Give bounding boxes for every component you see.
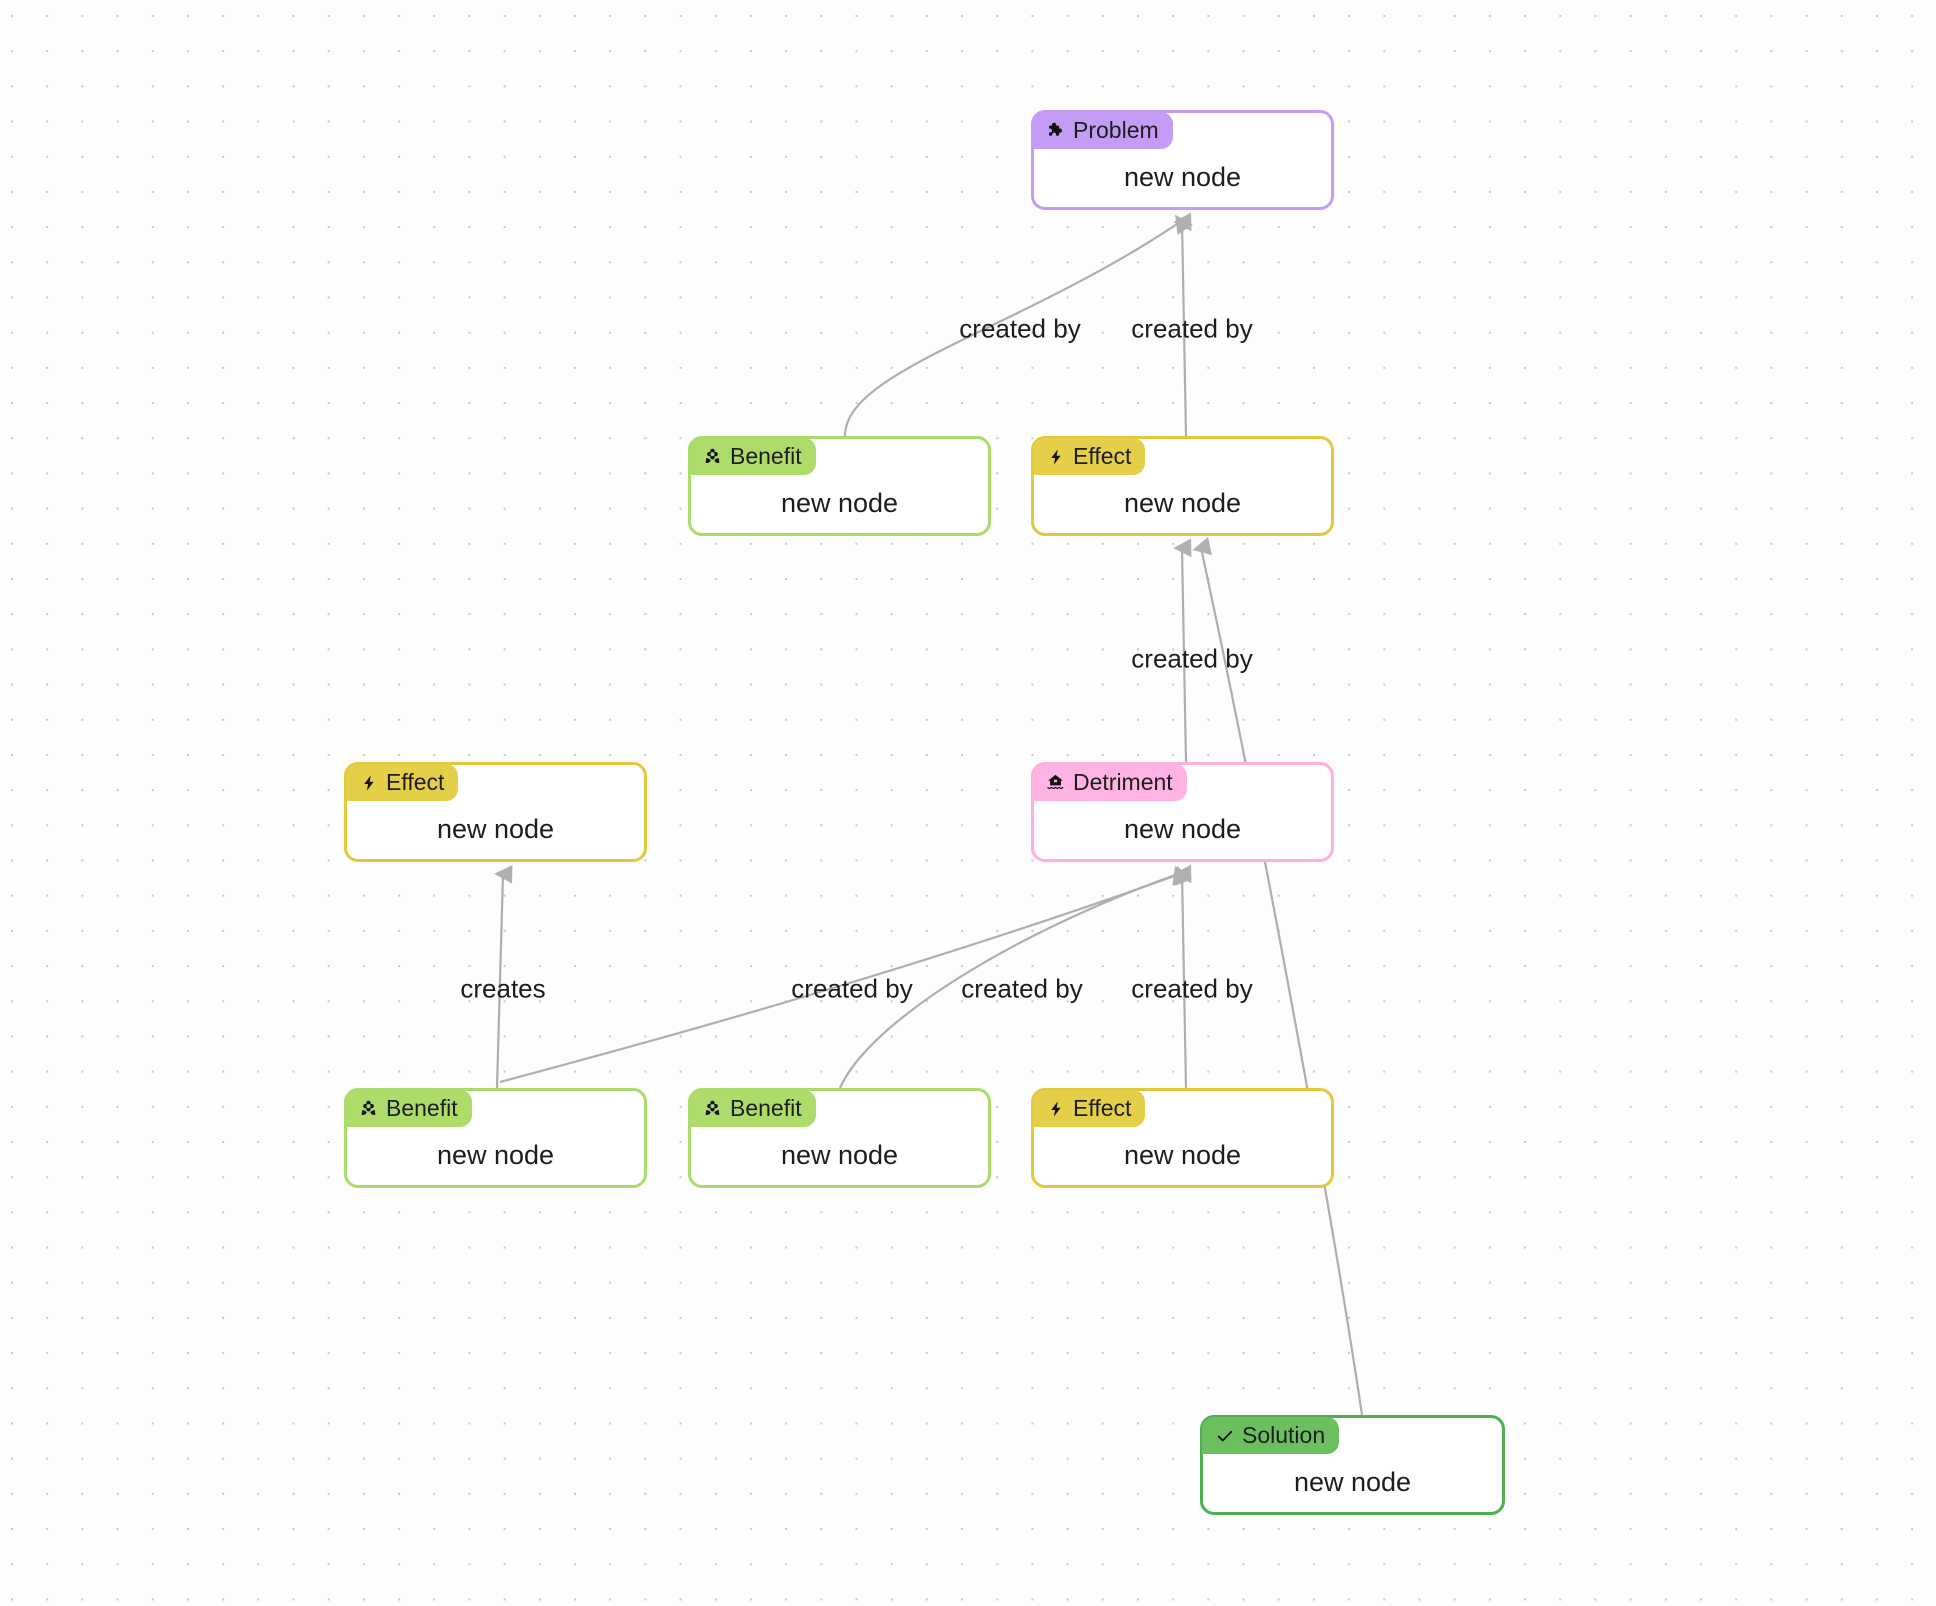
node-type-badge[interactable]: Benefit bbox=[690, 1090, 816, 1128]
edge-label[interactable]: created by bbox=[1131, 313, 1253, 344]
edge-label[interactable]: created by bbox=[961, 973, 1083, 1004]
node-title[interactable]: new node bbox=[1123, 162, 1242, 192]
lightning-bolt-icon bbox=[358, 772, 379, 793]
node-benefit-1[interactable]: Benefit new node bbox=[688, 436, 991, 536]
node-effect-2[interactable]: Effect new node bbox=[344, 762, 647, 862]
lightning-bolt-icon bbox=[1045, 446, 1066, 467]
flower-icon bbox=[702, 446, 723, 467]
flower-icon bbox=[702, 1098, 723, 1119]
node-type-label: Solution bbox=[1242, 1422, 1326, 1448]
node-title[interactable]: new node bbox=[1293, 1467, 1412, 1497]
node-type-badge[interactable]: Effect bbox=[346, 764, 459, 802]
node-type-badge[interactable]: Solution bbox=[1202, 1417, 1340, 1455]
node-title[interactable]: new node bbox=[1123, 1140, 1242, 1170]
puzzle-piece-icon bbox=[1045, 120, 1066, 141]
node-type-label: Benefit bbox=[730, 1095, 802, 1121]
node-solution-1[interactable]: Solution new node bbox=[1200, 1415, 1505, 1515]
node-type-badge[interactable]: Detriment bbox=[1033, 764, 1187, 802]
flower-icon bbox=[358, 1098, 379, 1119]
node-type-label: Problem bbox=[1073, 117, 1159, 143]
edge-label[interactable]: created by bbox=[791, 973, 913, 1004]
node-effect-3[interactable]: Effect new node bbox=[1031, 1088, 1334, 1188]
node-type-label: Effect bbox=[1073, 1095, 1132, 1121]
node-benefit-2[interactable]: Benefit new node bbox=[344, 1088, 647, 1188]
edge-label[interactable]: created by bbox=[1131, 973, 1253, 1004]
node-title[interactable]: new node bbox=[1123, 814, 1242, 844]
node-effect-1[interactable]: Effect new node bbox=[1031, 436, 1334, 536]
node-problem-1[interactable]: Problem new node bbox=[1031, 110, 1334, 210]
node-title[interactable]: new node bbox=[780, 488, 899, 518]
lightning-bolt-icon bbox=[1045, 1098, 1066, 1119]
node-type-label: Effect bbox=[1073, 443, 1132, 469]
node-type-badge[interactable]: Problem bbox=[1033, 112, 1173, 150]
node-type-label: Benefit bbox=[730, 443, 802, 469]
node-detriment-1[interactable]: Detriment new node bbox=[1031, 762, 1334, 862]
node-type-badge[interactable]: Benefit bbox=[690, 438, 816, 476]
node-title[interactable]: new node bbox=[780, 1140, 899, 1170]
node-title[interactable]: new node bbox=[436, 1140, 555, 1170]
node-type-label: Effect bbox=[386, 769, 445, 795]
node-title[interactable]: new node bbox=[1123, 488, 1242, 518]
node-type-label: Benefit bbox=[386, 1095, 458, 1121]
edge-label[interactable]: creates bbox=[460, 973, 546, 1004]
check-icon bbox=[1214, 1425, 1235, 1446]
node-type-badge[interactable]: Effect bbox=[1033, 1090, 1146, 1128]
edge-label[interactable]: created by bbox=[1131, 643, 1253, 674]
node-title[interactable]: new node bbox=[436, 814, 555, 844]
node-type-badge[interactable]: Effect bbox=[1033, 438, 1146, 476]
edge-label[interactable]: created by bbox=[959, 313, 1081, 344]
flooded-house-icon bbox=[1045, 772, 1066, 793]
node-type-label: Detriment bbox=[1073, 769, 1173, 795]
node-type-badge[interactable]: Benefit bbox=[346, 1090, 472, 1128]
node-benefit-3[interactable]: Benefit new node bbox=[688, 1088, 991, 1188]
